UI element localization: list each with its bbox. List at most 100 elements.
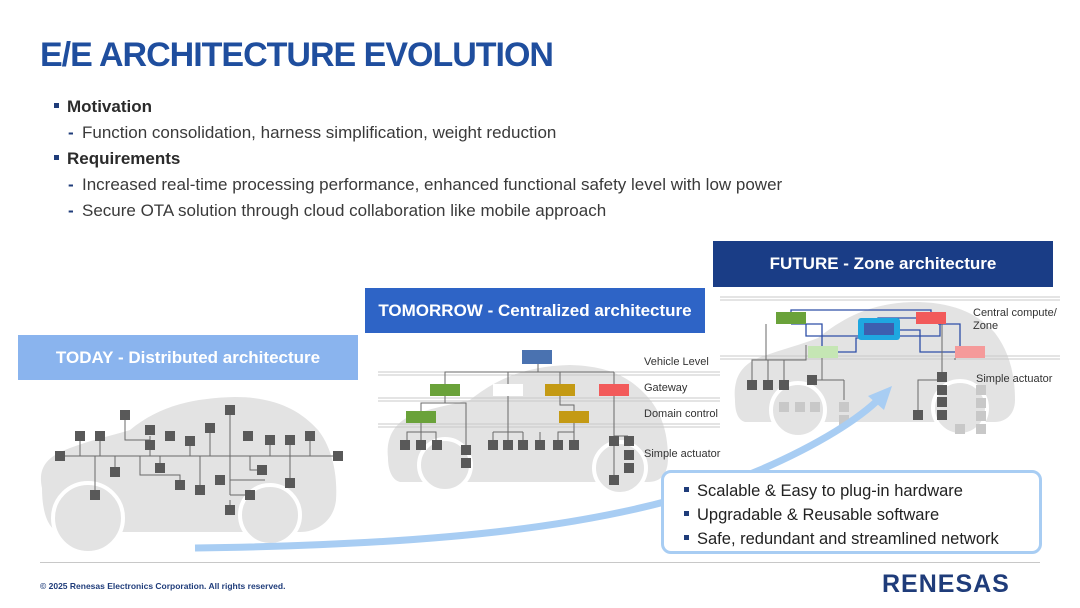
bullet-square-icon: [684, 487, 689, 493]
bullet-square-icon: [54, 103, 59, 109]
ecu-node: [245, 490, 255, 500]
actuator-node: [535, 440, 545, 450]
renesas-logo: RENESAS: [882, 570, 1010, 598]
bullet-text: Requirements: [67, 149, 181, 168]
stage-tomorrow-banner: TOMORROW - Centralized architecture: [365, 288, 705, 333]
page-title: E/E ARCHITECTURE EVOLUTION: [40, 36, 554, 74]
ecu-node: [305, 431, 315, 441]
level-label-domain: Domain control: [644, 408, 718, 420]
tomorrow-car: [378, 350, 720, 496]
benefit-text: Upgradable & Reusable software: [697, 506, 940, 524]
actuator-node: [976, 411, 986, 421]
footer-divider: [40, 562, 1040, 563]
future-car: [720, 296, 1060, 439]
ecu-node: [195, 485, 205, 495]
actuator-node: [937, 410, 947, 420]
stage-future-banner: FUTURE - Zone architecture: [713, 241, 1053, 287]
gateway-ecu-red: [599, 384, 629, 396]
ecu-node: [225, 405, 235, 415]
actuator-node: [624, 436, 634, 446]
zone-ecu-red: [916, 312, 946, 324]
central-compute-ecu: [864, 323, 894, 335]
bullet-requirements-detail-1: -Increased real-time processing performa…: [68, 175, 782, 195]
level-label-gateway: Gateway: [644, 382, 688, 394]
bullet-square-icon: [684, 511, 689, 517]
ecu-node: [145, 440, 155, 450]
copyright-text: © 2025 Renesas Electronics Corporation. …: [40, 581, 286, 591]
ecu-node: [215, 475, 225, 485]
actuator-node: [416, 440, 426, 450]
actuator-node: [553, 440, 563, 450]
tomorrow-level-lines: [378, 371, 720, 428]
gateway-ecu-white: [493, 384, 523, 396]
zone-ecu-green: [776, 312, 806, 324]
ecu-node: [225, 505, 235, 515]
ecu-node: [257, 465, 267, 475]
benefit-item: Scalable & Easy to plug-in hardware: [684, 482, 963, 501]
actuator-node: [763, 380, 773, 390]
bullet-requirements: Requirements: [54, 149, 180, 169]
actuator-node: [795, 402, 805, 412]
actuator-node: [839, 415, 849, 425]
ecu-node: [265, 435, 275, 445]
ecu-node: [285, 435, 295, 445]
ecu-node: [95, 431, 105, 441]
dash-icon: -: [68, 123, 74, 142]
ecu-node: [145, 425, 155, 435]
evolution-arrow-head-icon: [868, 386, 892, 410]
ecu-node: [175, 480, 185, 490]
actuator-node: [488, 440, 498, 450]
zone-ecu-light-green: [808, 346, 838, 358]
level-label-vehicle: Vehicle Level: [644, 356, 709, 368]
ecu-node: [185, 436, 195, 446]
level-label-central-compute: Central compute/: [973, 307, 1057, 319]
actuator-node: [976, 424, 986, 434]
actuator-node: [937, 385, 947, 395]
bullet-text: Increased real-time processing performan…: [82, 175, 783, 194]
benefits-callout: Scalable & Easy to plug-in hardware Upgr…: [661, 470, 1042, 554]
actuator-node: [976, 385, 986, 395]
future-level-lines: [720, 296, 1060, 360]
ecu-node: [285, 478, 295, 488]
actuator-node: [937, 372, 947, 382]
actuator-node: [937, 397, 947, 407]
bullet-square-icon: [684, 535, 689, 541]
actuator-node: [432, 440, 442, 450]
dash-icon: -: [68, 175, 74, 194]
actuator-node: [807, 375, 817, 385]
ecu-node: [55, 451, 65, 461]
actuator-node: [955, 424, 965, 434]
ecu-node: [205, 423, 215, 433]
actuator-node: [503, 440, 513, 450]
zone-ecu-pink: [955, 346, 985, 358]
actuator-node: [810, 402, 820, 412]
future-actuator-nodes: [747, 372, 986, 434]
actuator-node: [461, 445, 471, 455]
tomorrow-network-lines: [406, 364, 628, 475]
actuator-node: [913, 410, 923, 420]
today-ecu-nodes: [55, 405, 343, 515]
bullet-text: Secure OTA solution through cloud collab…: [82, 201, 607, 220]
ecu-node: [110, 467, 120, 477]
ecu-node: [120, 410, 130, 420]
future-network-lines: [751, 324, 956, 410]
actuator-node: [624, 463, 634, 473]
benefit-text: Scalable & Easy to plug-in hardware: [697, 482, 963, 500]
bullet-square-icon: [54, 155, 59, 161]
benefit-item: Safe, redundant and streamlined network: [684, 530, 999, 549]
ecu-node: [333, 451, 343, 461]
domain-ecu-gold: [559, 411, 589, 423]
bullet-requirements-detail-2: -Secure OTA solution through cloud colla…: [68, 201, 606, 221]
bullet-text: Function consolidation, harness simplifi…: [82, 123, 557, 142]
today-network-lines: [60, 410, 338, 510]
actuator-node: [779, 380, 789, 390]
bullet-text: Motivation: [67, 97, 152, 116]
stage-today-banner: TODAY - Distributed architecture: [18, 335, 358, 380]
gateway-ecu-green: [430, 384, 460, 396]
tomorrow-wheel-rear: [592, 440, 648, 496]
actuator-node: [518, 440, 528, 450]
ecu-node: [165, 431, 175, 441]
actuator-node: [976, 398, 986, 408]
level-label-zone: Zone: [973, 320, 999, 332]
